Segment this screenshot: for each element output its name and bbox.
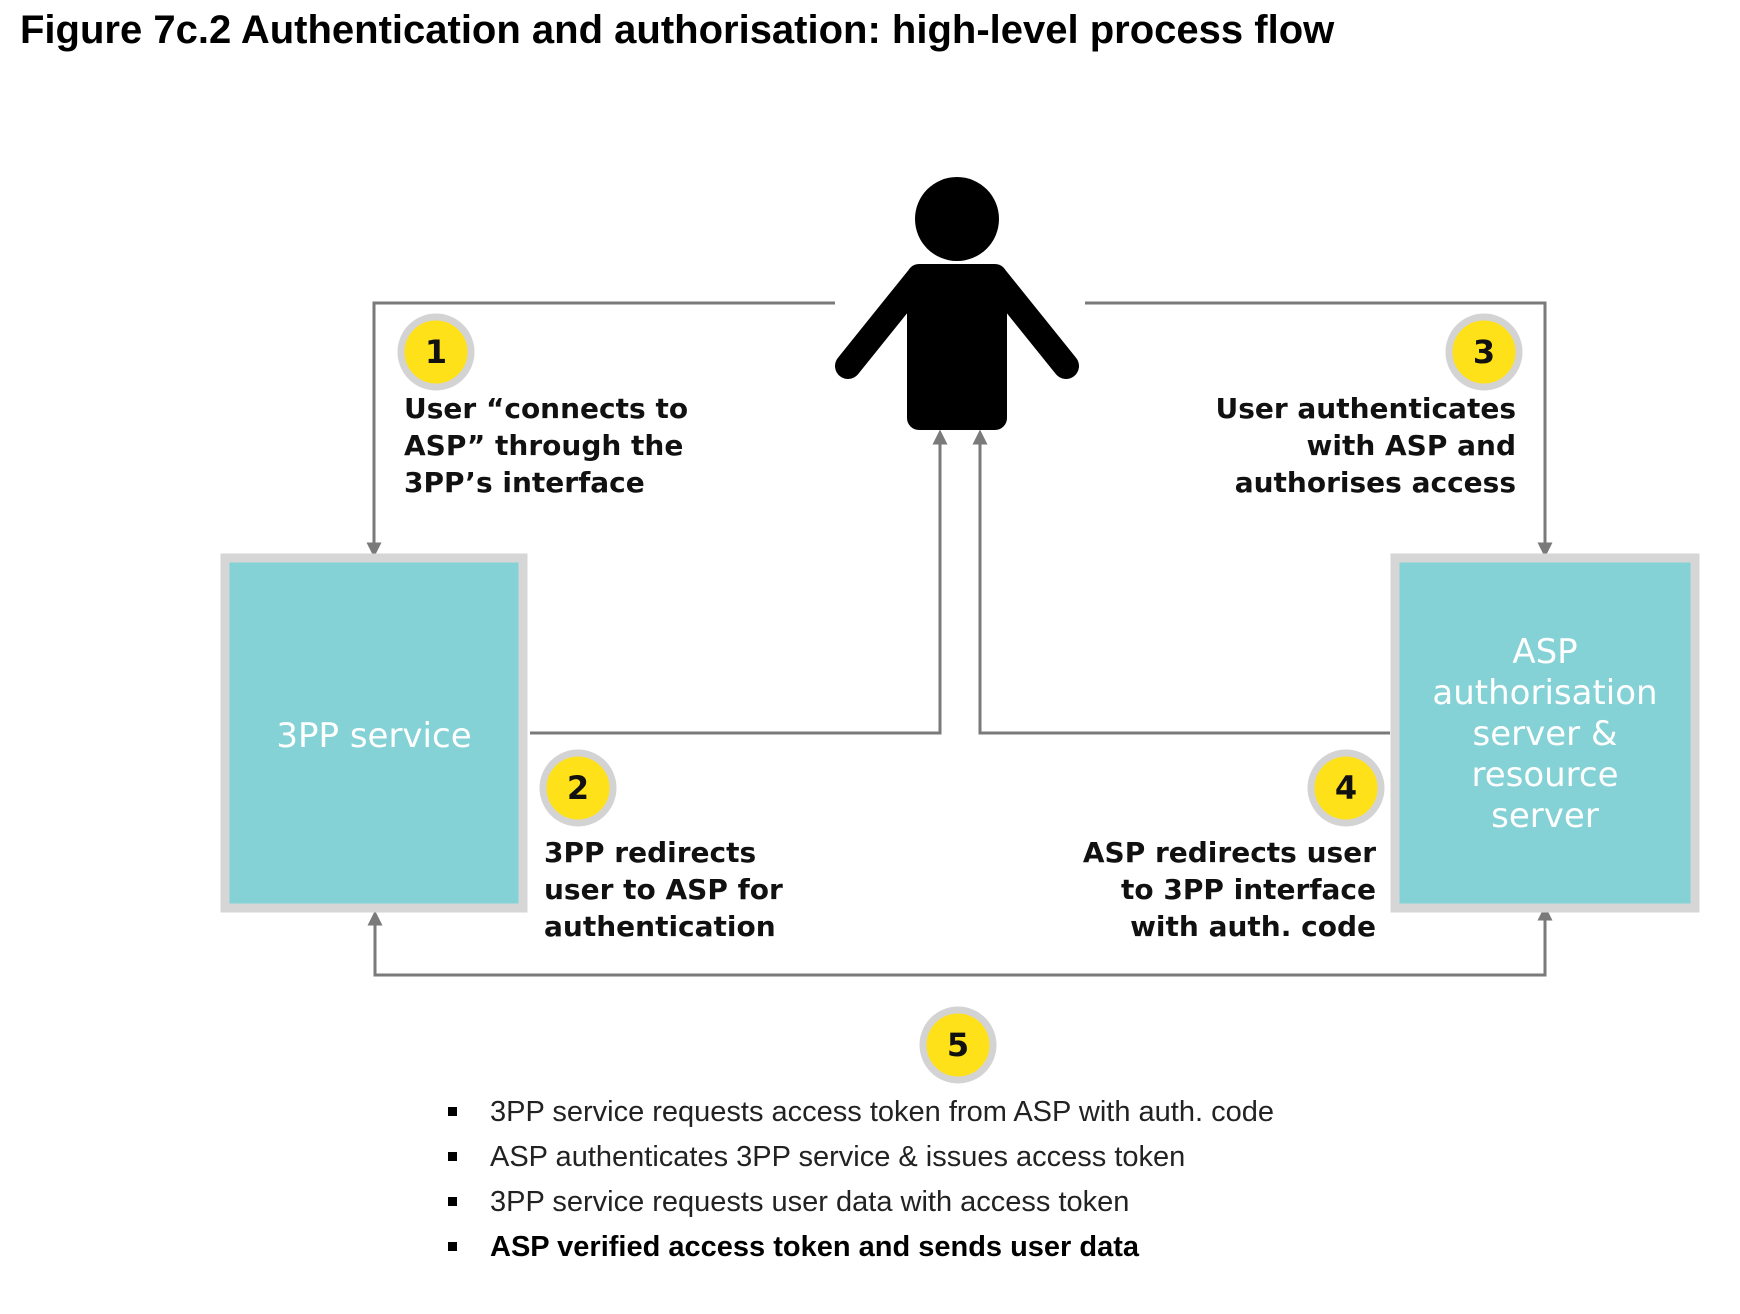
step-2-number: 2	[567, 769, 589, 807]
summary-item: ASP authenticates 3PP service & issues a…	[448, 1135, 1274, 1180]
step-1-text: User “connects to ASP” through the 3PP’s i…	[404, 392, 688, 499]
step-badge-2: 2	[539, 749, 617, 827]
step-4-number: 4	[1335, 769, 1357, 807]
box-asp-label-line-2: authorisation	[1432, 673, 1657, 713]
summary-list: 3PP service requests access token from A…	[448, 1090, 1274, 1270]
summary-item-text: ASP verified access token and sends user…	[490, 1231, 1140, 1263]
summary-item-text: 3PP service requests access token from A…	[490, 1096, 1274, 1128]
step-1-text-line-2: ASP” through the	[404, 429, 683, 462]
summary-item-text: 3PP service requests user data with acce…	[490, 1186, 1130, 1218]
step-1-number: 1	[425, 333, 447, 371]
bullet-icon	[448, 1107, 457, 1116]
arrow-user-to-3pp	[366, 301, 835, 558]
summary-item-text: ASP authenticates 3PP service & issues a…	[490, 1141, 1186, 1173]
box-3pp-service: 3PP service	[220, 553, 528, 913]
summary-item: ASP verified access token and sends user…	[448, 1225, 1274, 1270]
step-badge-1: 1	[397, 313, 475, 391]
step-badge-5: 5	[919, 1006, 997, 1084]
bullet-icon	[448, 1242, 457, 1251]
step-2-text-line-2: user to ASP for	[544, 873, 783, 906]
figure-title: Figure 7c.2 Authentication and authorisa…	[20, 8, 1335, 52]
box-3pp-label: 3PP service	[276, 716, 471, 756]
arrow-asp-to-user	[972, 429, 1390, 735]
arrow-bottom-loop	[367, 905, 1553, 977]
arrow-user-to-asp	[1085, 301, 1553, 558]
arrow-3pp-to-user	[530, 429, 948, 735]
box-3pp-label-line-1: 3PP service	[276, 716, 471, 756]
step-3-text-line-2: with ASP and	[1306, 429, 1516, 462]
box-asp-label-line-3: server &	[1473, 714, 1618, 754]
step-1-text-line-1: User “connects to	[404, 392, 688, 425]
step-4-text-line-3: with auth. code	[1130, 910, 1376, 943]
step-4-text: ASP redirects user to 3PP interface with a…	[1083, 836, 1376, 943]
step-3-text-line-1: User authenticates	[1215, 392, 1516, 425]
person-icon	[835, 177, 1079, 430]
summary-item: 3PP service requests user data with acce…	[448, 1180, 1274, 1225]
bullet-icon	[448, 1152, 457, 1161]
step-4-text-line-2: to 3PP interface	[1121, 873, 1376, 906]
box-asp-label-line-5: server	[1491, 796, 1599, 836]
step-5-number: 5	[947, 1026, 969, 1064]
step-1-text-line-3: 3PP’s interface	[404, 466, 645, 499]
step-2-text: 3PP redirects user to ASP for authenticati…	[544, 836, 783, 943]
bullet-icon	[448, 1197, 457, 1206]
box-asp-label-line-4: resource	[1471, 755, 1618, 795]
step-badge-3: 3	[1445, 313, 1523, 391]
step-badge-4: 4	[1307, 749, 1385, 827]
step-4-text-line-1: ASP redirects user	[1083, 836, 1376, 869]
step-3-number: 3	[1473, 333, 1495, 371]
box-asp-label-line-1: ASP	[1512, 632, 1577, 672]
step-2-text-line-3: authentication	[544, 910, 776, 943]
step-3-text: User authenticates with ASP and authorises…	[1215, 392, 1516, 499]
summary-item: 3PP service requests access token from A…	[448, 1090, 1274, 1135]
step-2-text-line-1: 3PP redirects	[544, 836, 756, 869]
connectors	[366, 301, 1553, 977]
step-3-text-line-3: authorises access	[1235, 466, 1516, 499]
